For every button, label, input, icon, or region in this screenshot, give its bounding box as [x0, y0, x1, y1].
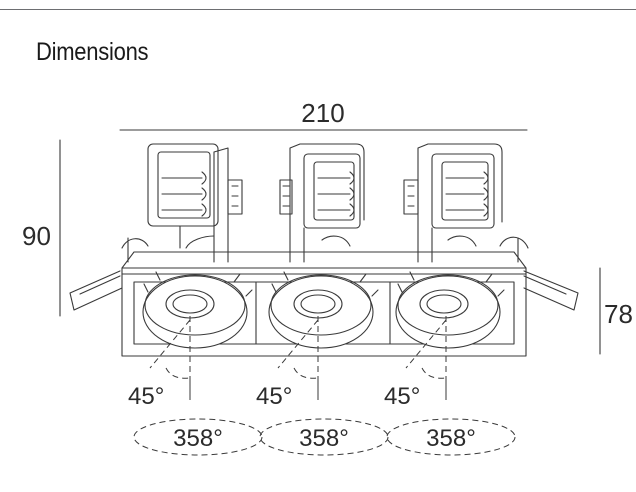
rotation-ellipse-3: [386, 418, 516, 456]
rotation-label: 358°: [426, 425, 476, 452]
driver-bracket-3: [403, 143, 503, 263]
tilt-label: 45°: [256, 383, 292, 410]
lens-module-2: [268, 271, 379, 349]
rotation-ellipse-1: [133, 418, 263, 456]
tilt-label: 45°: [384, 383, 420, 410]
width-value: 210: [301, 98, 344, 128]
tilt-arc-3: [421, 367, 447, 379]
rotation-ellipse-2: [259, 418, 389, 456]
driver-bracket-2: [279, 143, 365, 263]
height-value: 90: [22, 221, 51, 251]
tilt-line-1: [149, 319, 191, 369]
top-divider: [0, 9, 636, 10]
lens-module-3: [395, 271, 505, 349]
lens-module-1: [142, 271, 253, 349]
section-title: Dimensions: [36, 38, 149, 66]
tilt-line-3: [405, 319, 447, 369]
left-spring-clip: [69, 237, 149, 311]
depth-value: 78: [604, 299, 633, 329]
tilt-arc-2: [293, 367, 319, 379]
rotation-label: 358°: [173, 425, 223, 452]
driver-bracket-1: [147, 143, 243, 263]
tilt-arc-1: [165, 367, 191, 379]
tilt-line-2: [277, 319, 319, 369]
rotation-label: 358°: [299, 425, 349, 452]
tilt-label: 45°: [128, 383, 164, 410]
right-spring-clip: [499, 236, 579, 311]
